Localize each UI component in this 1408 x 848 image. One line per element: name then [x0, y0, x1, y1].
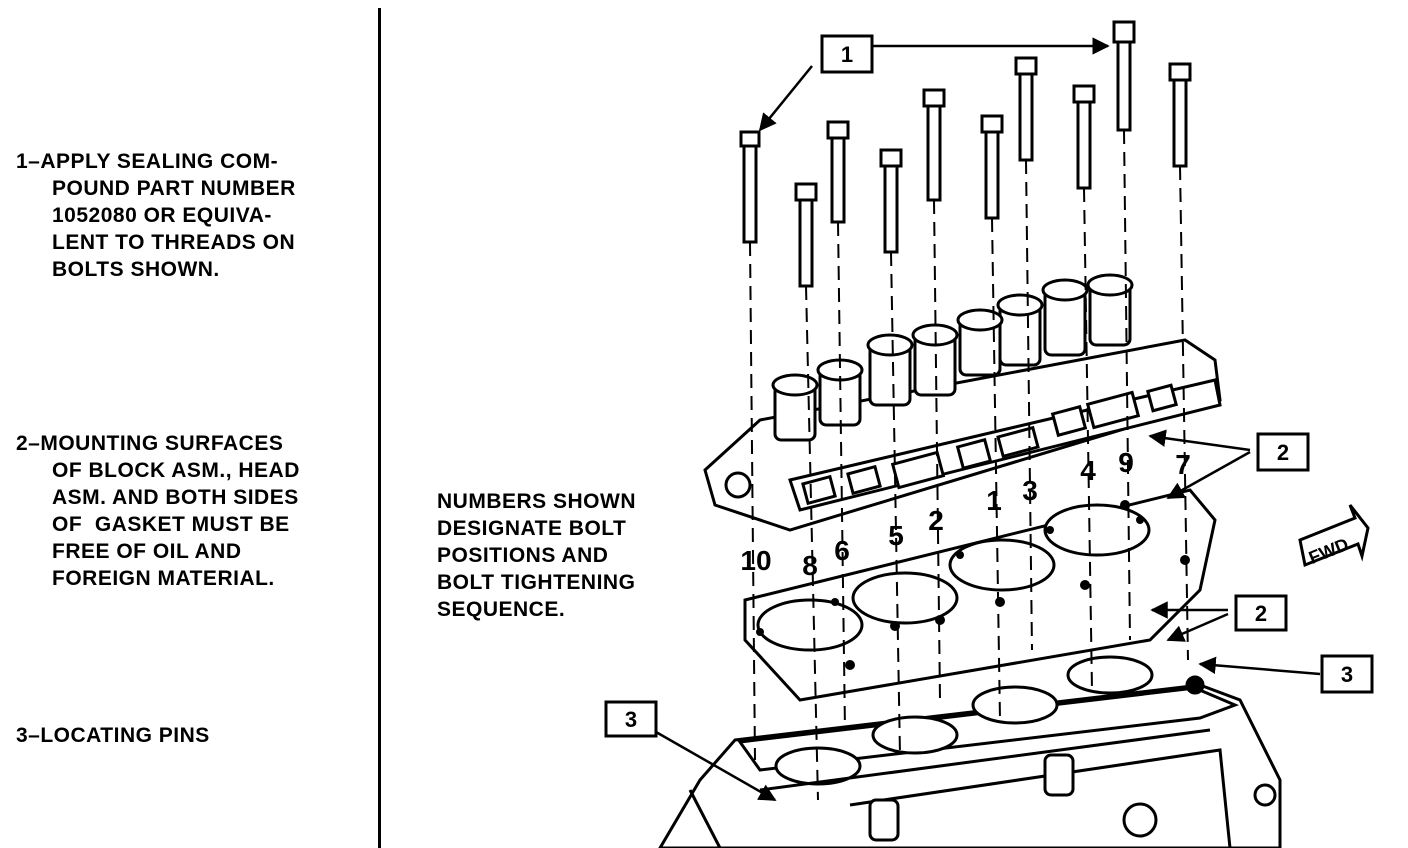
bolt-7	[1168, 62, 1192, 168]
legend-item-2: 2–MOUNTING SURFACES OF BLOCK ASM., HEAD …	[16, 430, 300, 592]
legend-2-line-3: ASM. AND BOTH SIDES	[52, 486, 299, 509]
seq-4: 4	[1080, 455, 1096, 486]
callout-2b-label: 2	[1255, 601, 1267, 626]
callout-3a-label: 3	[625, 707, 637, 732]
callout-1-label: 1	[841, 42, 853, 67]
callout-2-head: 2	[1148, 429, 1310, 500]
bolt-2	[922, 88, 946, 202]
legend-2-line-5: FREE OF OIL AND	[52, 540, 242, 563]
cylinder-head	[703, 273, 1222, 532]
head-gasket	[743, 488, 1217, 702]
bolt-8	[794, 182, 818, 288]
legend-2-line-2: OF BLOCK ASM., HEAD	[52, 459, 300, 482]
seq-5: 5	[888, 520, 904, 551]
callout-2-gasket: 2	[1150, 594, 1288, 642]
legend-2-line-4: OF GASKET MUST BE	[52, 513, 290, 536]
seq-1: 1	[986, 485, 1002, 516]
note-line-2: DESIGNATE BOLT	[437, 517, 627, 540]
callout-3-right: 3	[1198, 654, 1374, 694]
bolt-alignment-lines	[749, 129, 1189, 801]
seq-3: 3	[1022, 475, 1038, 506]
bolt-9	[1112, 20, 1136, 132]
seq-2: 2	[928, 505, 944, 536]
callout-2a-label: 2	[1277, 440, 1289, 465]
legend-2-line-1: 2–MOUNTING SURFACES	[16, 432, 284, 455]
note-line-5: SEQUENCE.	[437, 598, 566, 621]
seq-10: 10	[740, 545, 771, 576]
callout-1: 1	[758, 34, 1110, 132]
fwd-arrow-icon: FWD	[1298, 504, 1370, 568]
legend-1-line-2: POUND PART NUMBER	[52, 177, 296, 200]
bolt-4	[1072, 84, 1096, 190]
legend-1-line-4: LENT TO THREADS ON	[52, 231, 296, 254]
note-line-1: NUMBERS SHOWN	[437, 490, 636, 513]
seq-7: 7	[1175, 449, 1191, 480]
legend-1-line-5: BOLTS SHOWN.	[52, 258, 220, 281]
bolt-6	[826, 120, 850, 224]
sequence-note: NUMBERS SHOWN DESIGNATE BOLT POSITIONS A…	[437, 488, 636, 623]
legend-1-line-3: 1052080 OR EQUIVA-	[52, 204, 272, 227]
seq-8: 8	[802, 550, 818, 581]
seq-9: 9	[1118, 447, 1134, 478]
column-divider	[378, 8, 381, 848]
legend-item-3: 3–LOCATING PINS	[16, 722, 210, 749]
legend-3-line-1: 3–LOCATING PINS	[16, 724, 210, 747]
callout-3-left: 3	[604, 700, 777, 802]
seq-6: 6	[834, 535, 850, 566]
legend-1-line-1: 1–APPLY SEALING COM-	[16, 150, 279, 173]
legend-2-line-6: FOREIGN MATERIAL.	[52, 567, 275, 590]
note-line-3: POSITIONS AND	[437, 544, 609, 567]
note-line-4: BOLT TIGHTENING	[437, 571, 636, 594]
bolt-5	[879, 148, 903, 254]
bolt-1	[980, 114, 1004, 220]
bolt-10	[739, 130, 761, 244]
sequence-numbers: 10 8 6 5 2 1 3 4 9 7	[740, 447, 1190, 581]
engine-block	[658, 655, 1282, 848]
legend-item-1: 1–APPLY SEALING COM- POUND PART NUMBER 1…	[16, 148, 296, 283]
bolt-3	[1014, 56, 1038, 162]
head-bolts	[739, 20, 1192, 288]
callout-3b-label: 3	[1341, 662, 1353, 687]
